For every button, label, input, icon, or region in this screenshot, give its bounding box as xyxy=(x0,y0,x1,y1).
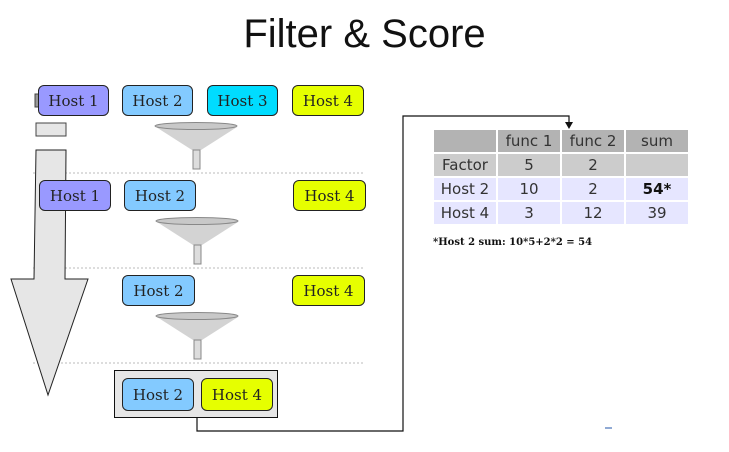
header-cell: func 1 xyxy=(498,130,560,152)
header-cell xyxy=(434,130,496,152)
table-cell xyxy=(626,154,688,176)
down-arrow-icon xyxy=(10,149,89,397)
table-footnote: *Host 2 sum: 10*5+2*2 = 54 xyxy=(433,237,593,248)
host-4-box: Host 4 xyxy=(293,180,366,211)
table-cell: 3 xyxy=(498,202,560,224)
table-cell: 2 xyxy=(562,178,624,200)
table-row: Host 2 10 2 54* xyxy=(434,178,688,200)
table-header-row: func 1 func 2 sum xyxy=(434,130,688,152)
host-2-box: Host 2 xyxy=(122,378,194,411)
table-cell: 5 xyxy=(498,154,560,176)
host-1-box: Host 1 xyxy=(38,85,109,116)
connector-line xyxy=(196,115,570,432)
table-cell: 10 xyxy=(498,178,560,200)
host-4-box: Host 4 xyxy=(201,378,273,411)
host-3-box: Host 3 xyxy=(207,85,278,116)
table-cell: Host 4 xyxy=(434,202,496,224)
table-cell: 2 xyxy=(562,154,624,176)
host-2-box: Host 2 xyxy=(122,85,193,116)
table-cell: Factor xyxy=(434,154,496,176)
connector-arrowhead-icon xyxy=(565,122,573,129)
header-cell: sum xyxy=(626,130,688,152)
table-cell-best-sum: 54* xyxy=(626,178,688,200)
header-cell: func 2 xyxy=(562,130,624,152)
funnel-icon xyxy=(155,217,239,265)
factor-row: Factor 5 2 xyxy=(434,154,688,176)
host-2-box: Host 2 xyxy=(124,180,196,211)
host-1-box: Host 1 xyxy=(39,180,111,211)
table-cell: 39 xyxy=(626,202,688,224)
funnel-icon xyxy=(154,122,238,170)
page-title: Filter & Score xyxy=(243,12,486,56)
table-cell: 12 xyxy=(562,202,624,224)
table-cell: Host 2 xyxy=(434,178,496,200)
host-4-box: Host 4 xyxy=(292,275,365,306)
host-2-box: Host 2 xyxy=(122,275,195,306)
arrow-segment xyxy=(35,122,67,137)
host-4-box: Host 4 xyxy=(292,85,364,116)
funnel-icon xyxy=(155,312,239,360)
table-row: Host 4 3 12 39 xyxy=(434,202,688,224)
score-table: func 1 func 2 sum Factor 5 2 Host 2 10 2… xyxy=(432,128,690,226)
